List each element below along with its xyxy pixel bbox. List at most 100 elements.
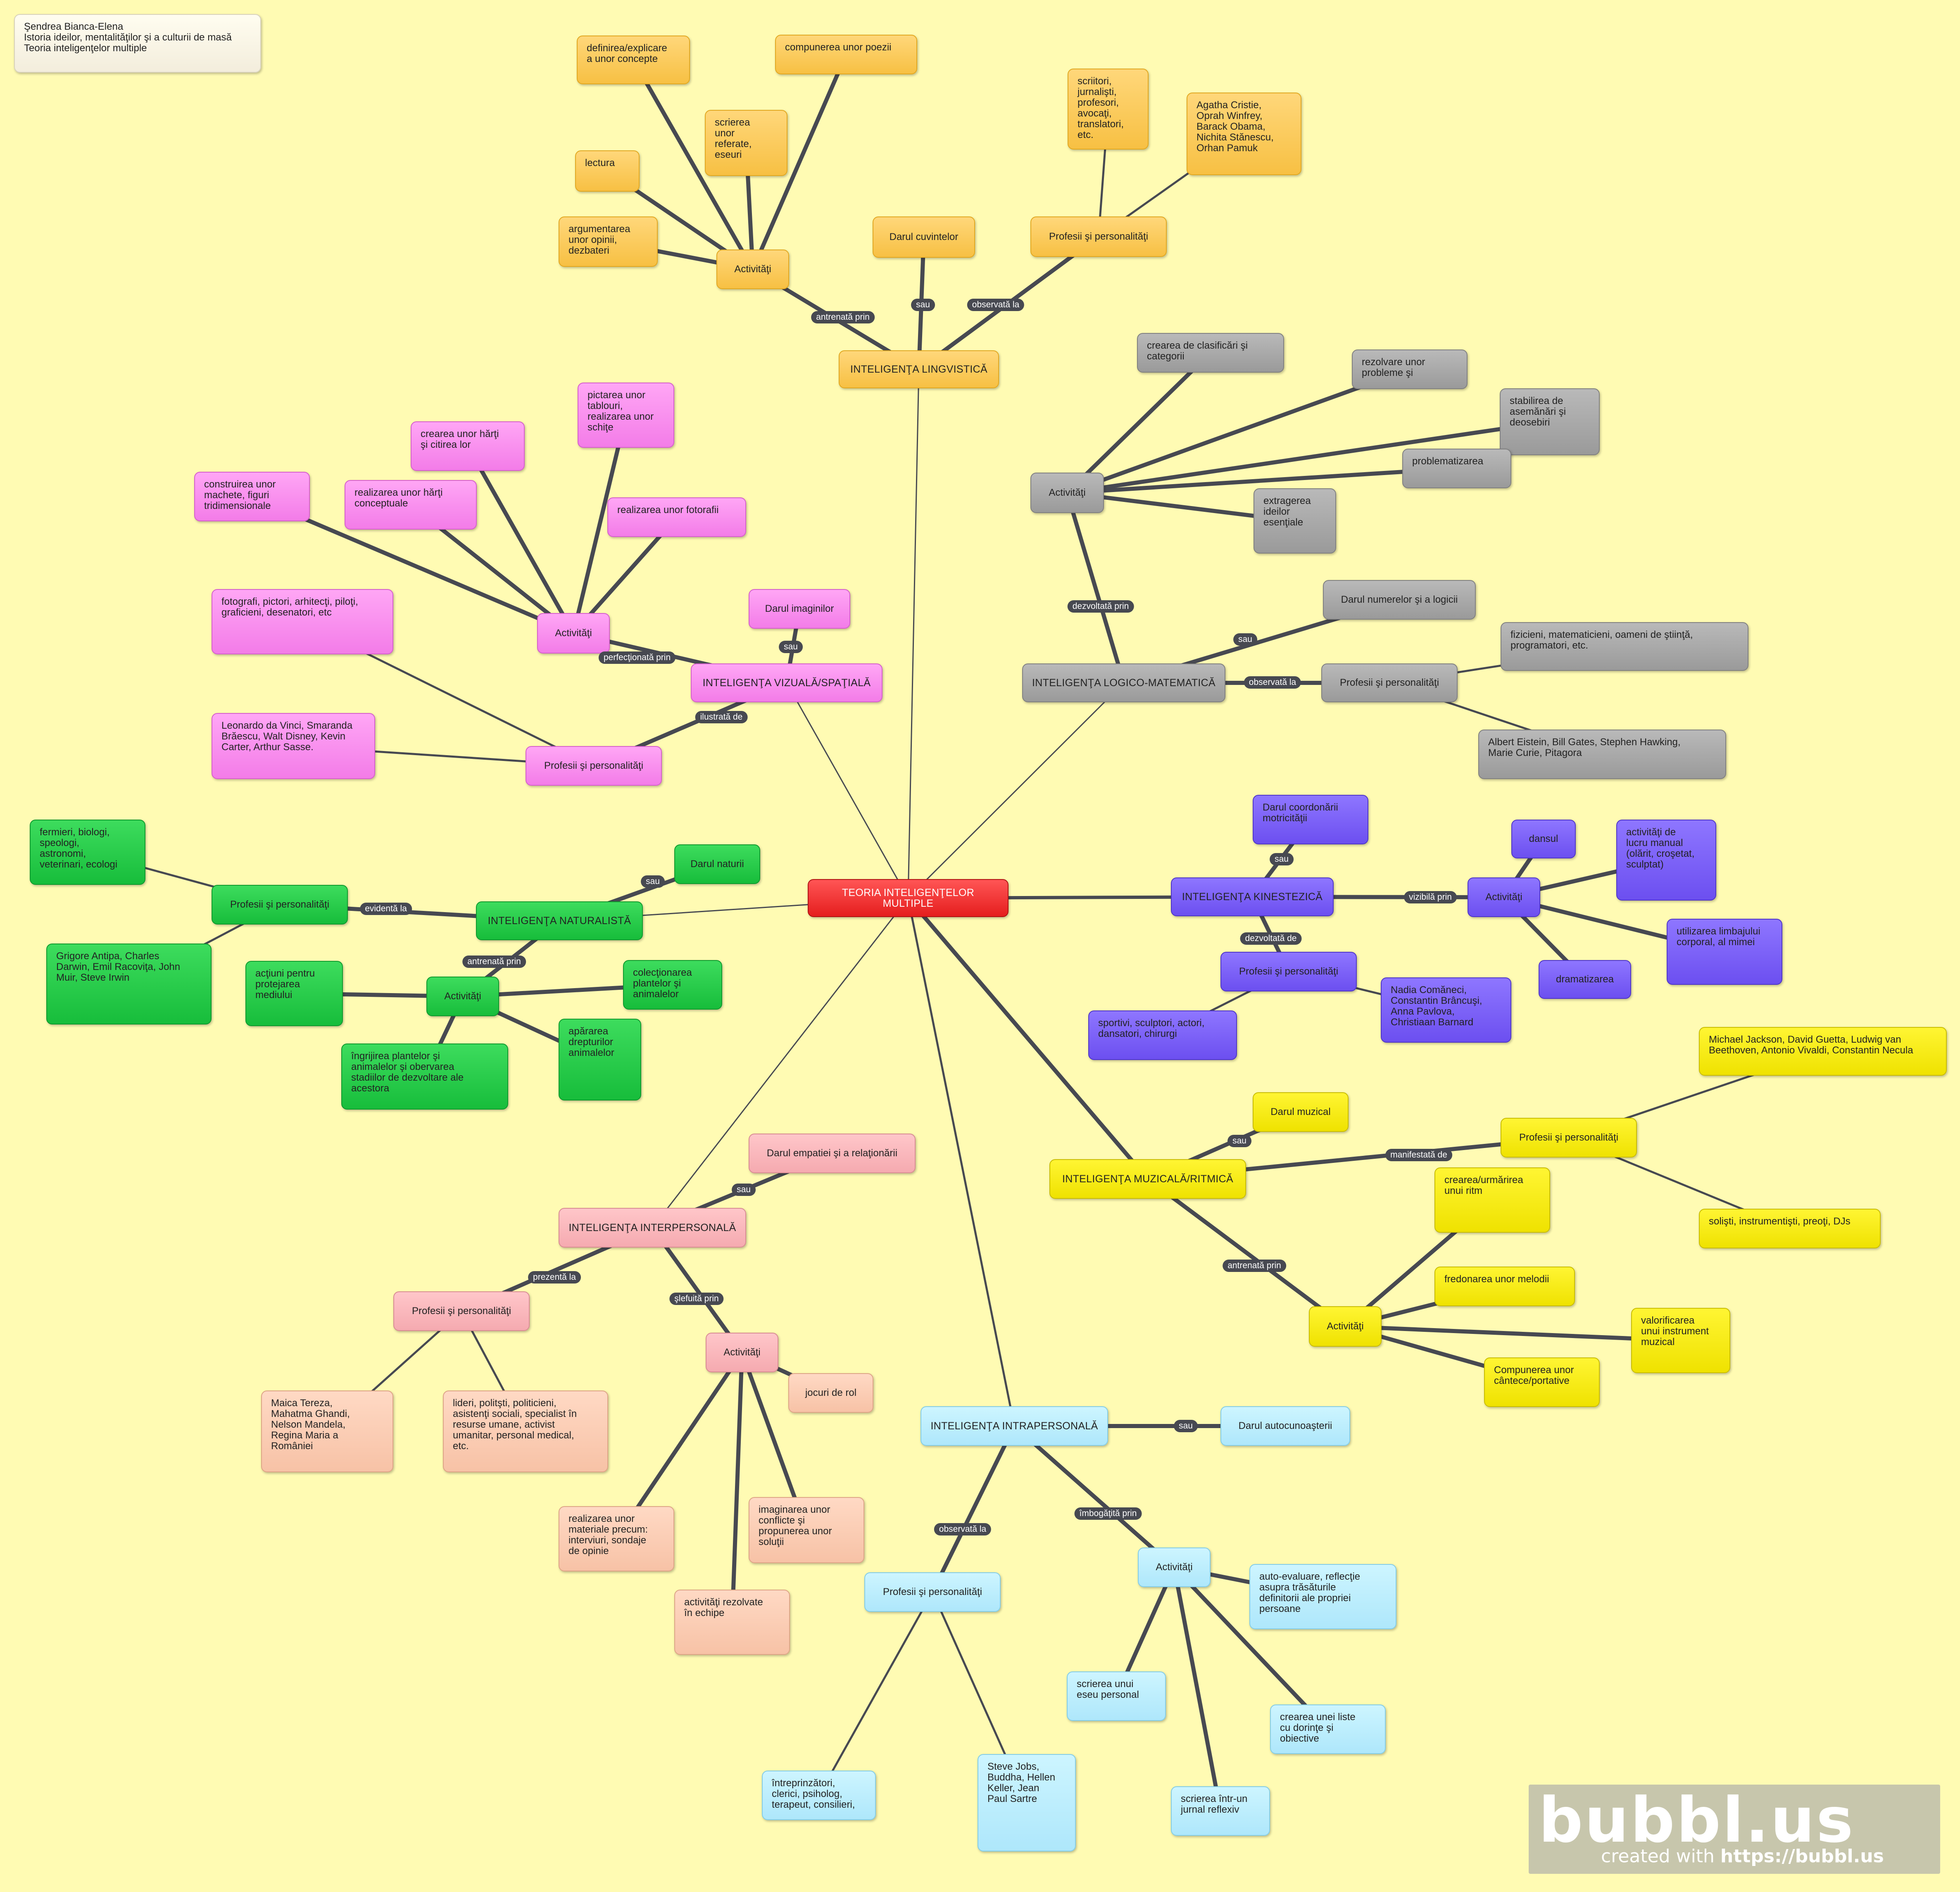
visual-professions-item[interactable]: fotografi, pictori, arhitecţi, piloţi, g…: [212, 589, 393, 654]
kinesthetic-intelligence-node[interactable]: INTELIGENŢA KINESTEZICĂ: [1171, 877, 1334, 916]
label-perfectionata-prin: perfecţionată prin: [598, 651, 676, 664]
visual-activity-item[interactable]: pictarea unor tablouri, realizarea unor …: [578, 383, 674, 448]
logical-activity-item[interactable]: crearea de clasificări şi categorii: [1137, 333, 1284, 373]
logical-gift-node[interactable]: Darul numerelor şi a logicii: [1323, 580, 1476, 620]
visual-personalities-item[interactable]: Leonardo da Vinci, Smaranda Brăescu, Wal…: [212, 713, 375, 779]
interpersonal-personalities-item[interactable]: Maica Tereza, Mahatma Ghandi, Nelson Man…: [261, 1390, 393, 1472]
linguistic-gift-node[interactable]: Darul cuvintelor: [873, 216, 975, 258]
kinesthetic-personalities-item[interactable]: Nadia Comăneci, Constantin Brâncuşi, Ann…: [1381, 977, 1511, 1043]
naturalist-professions-node[interactable]: Profesii şi personalităţi: [212, 885, 348, 925]
kinesthetic-professions-node[interactable]: Profesii şi personalităţi: [1220, 952, 1357, 991]
logical-professions-item[interactable]: fizicieni, matematicieni, oameni de ştii…: [1501, 622, 1748, 671]
visual-professions-node[interactable]: Profesii şi personalităţi: [526, 746, 662, 786]
intrapersonal-activity-item[interactable]: crearea unei liste cu dorinţe şi obiecti…: [1270, 1704, 1386, 1754]
interpersonal-professions-item[interactable]: lideri, politşti, politicieni, asistenţi…: [443, 1390, 608, 1472]
musical-activity-item[interactable]: crearea/urmărirea unui ritm: [1434, 1167, 1550, 1233]
connector-line: [631, 58, 755, 271]
logical-activity-item[interactable]: extragerea ideilor esenţiale: [1254, 488, 1336, 554]
interpersonal-gift-node[interactable]: Darul empatiei şi a relaţionării: [749, 1134, 916, 1173]
naturalist-professions-item[interactable]: fermieri, biologi, speologi, astronomi, …: [30, 820, 145, 885]
musical-professions-node[interactable]: Profesii şi personalităţi: [1501, 1118, 1637, 1158]
naturalist-gift-node[interactable]: Darul naturii: [674, 844, 760, 884]
logical-activities-node[interactable]: Activităţi: [1030, 473, 1104, 513]
visual-gift-node[interactable]: Darul imaginilor: [749, 589, 850, 629]
central-topic[interactable]: TEORIA INTELIGENŢELOR MULTIPLE: [808, 879, 1009, 917]
interpersonal-intelligence-node[interactable]: INTELIGENŢA INTERPERSONALĂ: [559, 1208, 746, 1248]
intrapersonal-personalities-item[interactable]: Steve Jobs, Buddha, Hellen Keller, Jean …: [978, 1754, 1076, 1852]
intrapersonal-activity-item[interactable]: scrierea unui eseu personal: [1067, 1671, 1166, 1721]
musical-professions-item[interactable]: solişti, instrumentişti, preoţi, DJs: [1699, 1209, 1881, 1248]
linguistic-activity-item[interactable]: argumentarea unor opinii, dezbateri: [559, 216, 658, 267]
label-dezvoltata-prin: dezvoltată prin: [1067, 600, 1134, 613]
kinesthetic-activities-node[interactable]: Activităţi: [1468, 877, 1540, 917]
visual-activity-item[interactable]: realizarea unor fotorafii: [607, 497, 746, 537]
intrapersonal-activity-item[interactable]: scrierea într-un jurnal reflexiv: [1171, 1786, 1270, 1836]
label-evidenta-la: evidentă la: [360, 903, 412, 915]
linguistic-activities-node[interactable]: Activităţi: [716, 250, 789, 289]
naturalist-activity-item[interactable]: îngrijirea plantelor şi animalelor şi ob…: [341, 1043, 508, 1110]
connector-line: [1065, 367, 1412, 495]
visual-activity-item[interactable]: construirea unor machete, figuri tridime…: [194, 472, 310, 521]
visual-activities-node[interactable]: Activităţi: [537, 613, 610, 654]
visual-activity-item[interactable]: realizarea unor hărţi conceptuale: [345, 480, 477, 530]
linguistic-professions-item[interactable]: scriitori, jurnalişti, profesori, avocaţ…: [1068, 69, 1149, 150]
interpersonal-activity-item[interactable]: jocuri de rol: [788, 1373, 873, 1413]
kinesthetic-activity-item[interactable]: dansul: [1511, 820, 1576, 858]
musical-activity-item[interactable]: Compunerea unor cântece/portative: [1484, 1357, 1600, 1407]
label-manifestata-de: manifestată de: [1385, 1149, 1452, 1161]
kinesthetic-activity-item[interactable]: dramatizarea: [1539, 960, 1631, 999]
kinesthetic-professions-item[interactable]: sportivi, sculptori, actori, dansatori, …: [1088, 1010, 1237, 1060]
musical-rhythmic-intelligence-node[interactable]: INTELIGENŢA MUZICALĂ/RITMICĂ: [1049, 1159, 1246, 1199]
linguistic-activity-item[interactable]: definirea/explicare a unor concepte: [577, 36, 690, 84]
intrapersonal-gift-node[interactable]: Darul autocunoaşterii: [1220, 1406, 1350, 1446]
linguistic-personalities-item[interactable]: Agatha Cristie, Oprah Winfrey, Barack Ob…: [1187, 93, 1301, 175]
musical-activity-item[interactable]: fredonarea unor melodii: [1434, 1267, 1575, 1306]
kinesthetic-activity-item[interactable]: utilizarea limbajului corporal, al mimei: [1667, 919, 1782, 985]
bubblus-logo[interactable]: bubbl.us created with https://bubbl.us: [1529, 1785, 1940, 1874]
connector-line: [1012, 1424, 1176, 1569]
label-sau: sau: [1174, 1420, 1198, 1432]
interpersonal-activity-item[interactable]: imaginarea unor conflicte şi propunerea …: [749, 1497, 864, 1563]
connector-line: [466, 444, 576, 635]
interpersonal-activity-item[interactable]: realizarea unor materiale precum: interv…: [559, 1506, 674, 1571]
linguistic-intelligence-node[interactable]: INTELIGENŢA LINGVISTICĂ: [839, 350, 999, 388]
linguistic-professions-node[interactable]: Profesii şi personalităţi: [1030, 216, 1167, 257]
interpersonal-professions-node[interactable]: Profesii şi personalităţi: [393, 1291, 530, 1331]
logical-activity-item[interactable]: problematizarea: [1402, 449, 1511, 488]
logical-mathematical-intelligence-node[interactable]: INTELIGENŢA LOGICO-MATEMATICĂ: [1022, 663, 1225, 702]
interpersonal-activities-node[interactable]: Activităţi: [706, 1333, 778, 1372]
connector-line: [818, 1591, 934, 1797]
intrapersonal-activities-node[interactable]: Activităţi: [1138, 1547, 1211, 1587]
intrapersonal-professions-item[interactable]: întreprinzători, clerici, psiholog, tera…: [762, 1771, 876, 1820]
label-dezvoltata-de: dezvoltată de: [1240, 932, 1302, 945]
linguistic-activity-item[interactable]: compunerea unor poezii: [775, 35, 917, 74]
naturalist-intelligence-node[interactable]: INTELIGENŢA NATURALISTĂ: [476, 901, 643, 940]
musical-gift-node[interactable]: Darul muzical: [1253, 1092, 1349, 1132]
connector-line: [650, 1226, 744, 1355]
intrapersonal-intelligence-node[interactable]: INTELIGENŢA INTRAPERSONALĂ: [921, 1406, 1108, 1446]
naturalist-personalities-item[interactable]: Grigore Antipa, Charles Darwin, Emil Rac…: [46, 944, 212, 1024]
linguistic-activity-item[interactable]: scrierea unor referate, eseuri: [705, 110, 787, 176]
musical-activity-item[interactable]: valorificarea unui instrument muzical: [1631, 1308, 1730, 1373]
naturalist-activities-node[interactable]: Activităţi: [426, 977, 499, 1016]
connector-line: [1172, 1565, 1330, 1731]
kinesthetic-gift-node[interactable]: Darul coordonării motricităţii: [1253, 795, 1368, 844]
visual-spatial-intelligence-node[interactable]: INTELIGENŢA VIZUALĂ/SPAŢIALĂ: [691, 663, 882, 702]
intrapersonal-activity-item[interactable]: auto-evaluare, reflecţie asupra trăsătur…: [1249, 1564, 1396, 1629]
logical-professions-node[interactable]: Profesii şi personalităţi: [1321, 663, 1458, 702]
intrapersonal-professions-node[interactable]: Profesii şi personalităţi: [864, 1572, 1001, 1612]
visual-activity-item[interactable]: crearea unor hărţi şi citirea lor: [411, 421, 525, 471]
musical-activities-node[interactable]: Activităţi: [1309, 1306, 1382, 1347]
naturalist-activity-item[interactable]: colecţionarea plantelor şi animalelor: [623, 960, 722, 1010]
label-ilustrata-de: ilustrată de: [695, 711, 748, 723]
logical-personalities-item[interactable]: Albert Eistein, Bill Gates, Stephen Hawk…: [1478, 730, 1726, 779]
interpersonal-activity-item[interactable]: activităţi rezolvate în echipe: [674, 1590, 790, 1655]
logical-activity-item[interactable]: rezolvare unor probleme şi: [1352, 349, 1468, 389]
logical-activity-item[interactable]: stabilirea de asemănări şi deosebiri: [1500, 388, 1600, 455]
naturalist-activity-item[interactable]: apărarea drepturilor animalelor: [559, 1019, 641, 1100]
musical-personalities-item[interactable]: Michael Jackson, David Guetta, Ludwig va…: [1699, 1027, 1947, 1076]
linguistic-activity-item[interactable]: lectura: [575, 150, 640, 192]
naturalist-activity-item[interactable]: acţiuni pentru protejarea mediului: [245, 961, 343, 1026]
connector-line: [1172, 1565, 1223, 1813]
kinesthetic-activity-item[interactable]: activităţi de lucru manual (olărit, croş…: [1616, 820, 1716, 901]
